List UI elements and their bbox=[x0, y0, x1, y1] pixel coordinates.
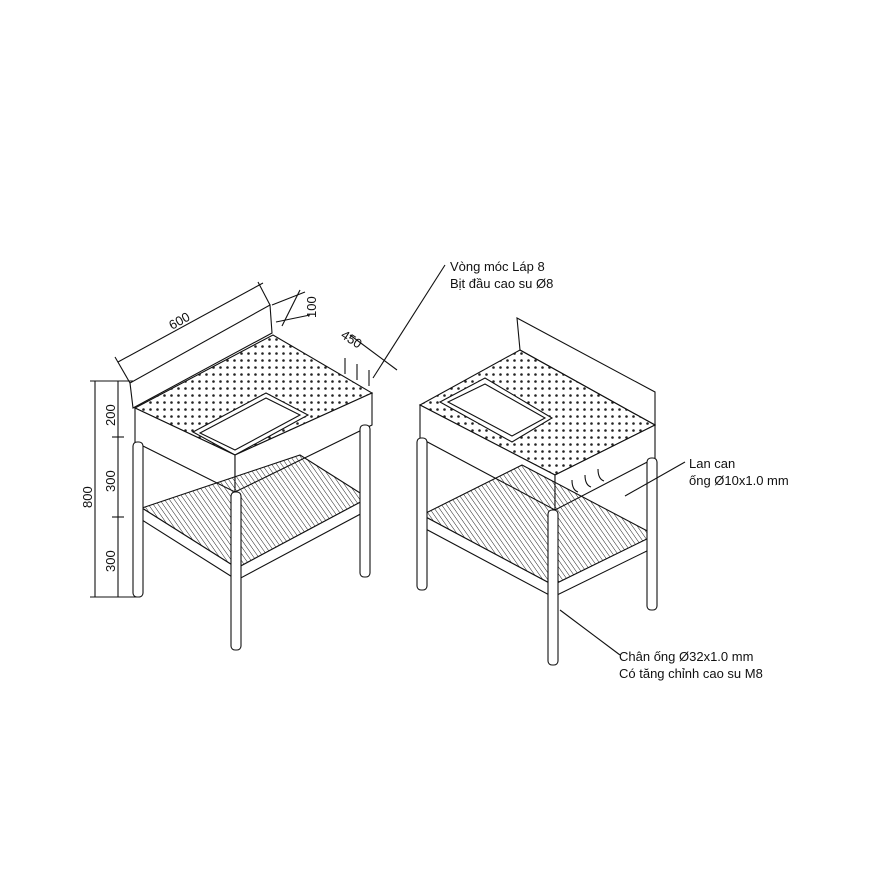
dim-total: 800 bbox=[80, 486, 95, 508]
hook-label-1: Vòng móc Láp 8 bbox=[450, 259, 545, 274]
left-hooks bbox=[344, 358, 370, 386]
dim-width: 600 bbox=[166, 309, 192, 333]
left-table bbox=[90, 281, 398, 651]
left-leg-front bbox=[230, 491, 242, 651]
leg-label-1: Chân ống Ø32x1.0 mm bbox=[619, 649, 754, 664]
left-leg-back bbox=[132, 441, 144, 598]
dim-lower: 300 bbox=[103, 550, 118, 572]
rail-label-1: Lan can bbox=[689, 456, 736, 471]
right-hooks bbox=[571, 468, 605, 493]
hook-annotation: Vòng móc Láp 8 Bịt đầu cao su Ø8 bbox=[450, 258, 553, 292]
right-leg-left bbox=[416, 437, 428, 591]
right-shelf bbox=[420, 464, 657, 586]
dim-mid: 300 bbox=[103, 470, 118, 492]
rail-label-2: ống Ø10x1.0 mm bbox=[689, 473, 789, 488]
right-leg-right bbox=[646, 457, 658, 611]
leg-annotation: Chân ống Ø32x1.0 mm Có tăng chỉnh cao su… bbox=[619, 648, 763, 682]
dim-depth: 450 bbox=[338, 327, 364, 351]
hook-label-2: Bịt đầu cao su Ø8 bbox=[450, 276, 554, 291]
right-table bbox=[372, 264, 686, 666]
rail-annotation: Lan can ống Ø10x1.0 mm bbox=[689, 455, 789, 489]
leg-label-2: Có tăng chỉnh cao su M8 bbox=[619, 666, 763, 681]
dim-apron: 200 bbox=[103, 404, 118, 426]
right-leg-front bbox=[547, 509, 559, 666]
left-leg-right bbox=[359, 424, 371, 578]
left-backsplash bbox=[129, 304, 273, 409]
left-shelf bbox=[140, 454, 370, 569]
dim-backsplash: 100 bbox=[304, 296, 319, 318]
